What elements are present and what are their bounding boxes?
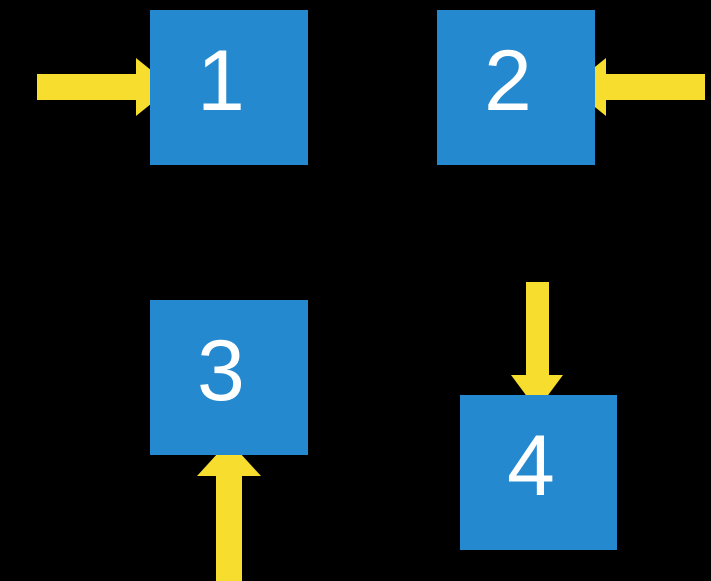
arrow-into-box-4-icon	[511, 282, 563, 410]
arrow-into-box-1-icon	[37, 58, 172, 116]
node-box-4[interactable]	[460, 395, 617, 550]
node-label-4: 4	[507, 418, 555, 514]
node-label-1: 1	[197, 33, 245, 129]
node-label-3: 3	[197, 323, 245, 419]
node-label-2: 2	[484, 33, 532, 129]
node-box-1[interactable]	[150, 10, 308, 165]
node-box-2[interactable]	[437, 10, 595, 165]
arrow-into-box-2-icon	[570, 58, 705, 116]
arrow-into-box-3-icon	[197, 441, 261, 581]
node-box-3[interactable]	[150, 300, 308, 455]
